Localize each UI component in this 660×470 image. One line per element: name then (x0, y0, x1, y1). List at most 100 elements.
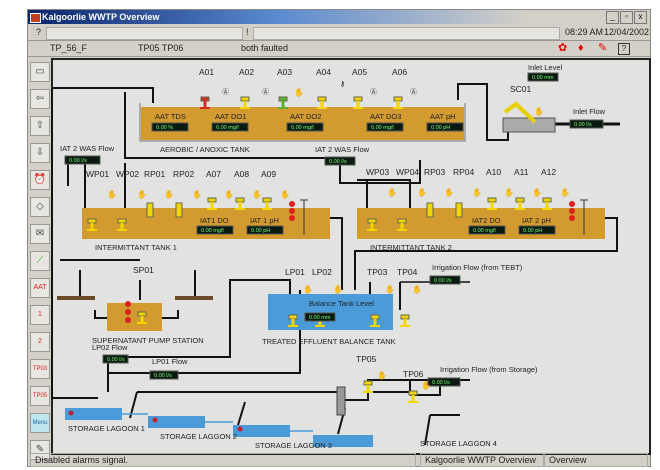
home-button[interactable]: ▭ (30, 62, 50, 82)
help-icon[interactable]: ? (36, 27, 42, 37)
alarm-banner[interactable]: TP_56_F TP05 TP06 both faulted ✿ ♦ ✎ ? (28, 41, 650, 57)
silence-alarm-icon[interactable]: ✎ (598, 42, 608, 54)
iat2-equipment-label-3: RP04 (453, 167, 475, 177)
manual-mode-hand-icon[interactable]: ✋ (412, 284, 422, 294)
manual-mode-hand-icon[interactable]: ✋ (534, 106, 544, 116)
close-button[interactable]: x (634, 11, 647, 24)
manual-mode-hand-icon[interactable]: ✋ (252, 189, 262, 199)
was-flow-display-2: 0.00 l/s (324, 156, 356, 166)
was-flow-label-2: IAT 2 WAS Flow (315, 145, 370, 154)
aat-sensor-display-4: 0.00 pH (426, 122, 464, 132)
iat1-return-pump-2[interactable] (146, 202, 154, 218)
iat1-waste-pump-1[interactable] (117, 218, 127, 231)
trend-button[interactable]: ⟋ (30, 251, 50, 271)
aerator-a06[interactable] (393, 96, 403, 109)
manual-mode-hand-icon[interactable]: ✋ (504, 187, 514, 197)
manual-mode-hand-icon[interactable]: ✋ (377, 370, 387, 380)
aerator-label-3: A03 (277, 67, 292, 77)
menu-button[interactable]: Menu (30, 413, 50, 433)
iat1-waste-pump-0[interactable] (87, 218, 97, 231)
edit-button[interactable]: ✎ (30, 440, 50, 460)
aerator-a01[interactable] (200, 96, 210, 109)
lagoon-level-indicator (237, 426, 243, 432)
iat1-aerator-5[interactable] (235, 197, 245, 210)
tp03-button[interactable]: TP03 (30, 359, 50, 379)
iat2-sensor-display-0-value: 0.00 mg/l (473, 228, 496, 234)
back-button[interactable]: ⇦ (30, 89, 50, 109)
alarm-clock-button[interactable]: ⏰ (30, 170, 50, 190)
time: 08:29 AM (565, 27, 604, 37)
manual-mode-hand-icon[interactable]: ✋ (472, 187, 482, 197)
iat2-aerator-5[interactable] (515, 197, 525, 210)
lagoon-3-label: STORAGE LAGGON 3 (255, 441, 332, 450)
tp05-pump[interactable] (363, 380, 373, 393)
minimize-button[interactable]: _ (606, 11, 619, 24)
screen-arrow-icon (503, 101, 537, 124)
iat1-return-pump-3[interactable] (175, 202, 183, 218)
screen-sc01[interactable] (502, 117, 556, 133)
iat1-equipment-label-0: WP01 (86, 169, 109, 179)
iat2-aerator-6[interactable] (542, 197, 552, 210)
balance-tank (268, 294, 393, 330)
iat1-button[interactable]: 1 (30, 305, 50, 325)
sp01-pump[interactable] (137, 311, 147, 324)
iat2-button[interactable]: 2 (30, 332, 50, 352)
aerator-a03[interactable] (278, 96, 288, 109)
up-button[interactable]: ⇧ (30, 116, 50, 136)
manual-mode-hand-icon[interactable]: ✋ (294, 87, 304, 97)
auto-mode-icon[interactable]: Ⓐ (410, 88, 417, 96)
aat-button[interactable]: AAT (30, 278, 50, 298)
manual-mode-hand-icon[interactable]: ✋ (224, 189, 234, 199)
iat2-aerator-4[interactable] (487, 197, 497, 210)
tp06-pump[interactable] (408, 390, 418, 403)
manual-mode-hand-icon[interactable]: ✋ (333, 284, 343, 294)
message-field[interactable] (253, 27, 560, 40)
balance-pump-2[interactable] (370, 314, 380, 327)
command-field[interactable] (46, 27, 243, 40)
restore-button[interactable]: ▫ (620, 11, 633, 24)
aerator-a05[interactable] (353, 96, 363, 109)
manual-mode-hand-icon[interactable]: ✋ (192, 189, 202, 199)
toolbar: ? ! 08:29 AM 12/04/2002 (28, 25, 650, 41)
iat2-return-pump-3[interactable] (455, 202, 463, 218)
auto-mode-icon[interactable]: Ⓐ (222, 88, 229, 96)
aerator-a04[interactable] (317, 96, 327, 109)
manual-mode-hand-icon[interactable]: ✋ (107, 189, 117, 199)
iat2-decanter[interactable] (580, 199, 588, 235)
iat2-waste-pump-0[interactable] (367, 218, 377, 231)
iat1-aerator-6[interactable] (262, 197, 272, 210)
manual-mode-hand-icon[interactable]: ✋ (444, 187, 454, 197)
alarm-help-icon[interactable]: ? (618, 43, 630, 55)
tanks (57, 101, 605, 447)
iat2-return-pump-2[interactable] (426, 202, 434, 218)
irrigation-storage-display: 0.00 l/s (427, 377, 461, 387)
iat2-waste-pump-1[interactable] (397, 218, 407, 231)
report-button[interactable]: ✉ (30, 224, 50, 244)
manual-mode-hand-icon[interactable]: ✋ (417, 187, 427, 197)
balance-pump-0[interactable] (288, 314, 298, 327)
manual-mode-hand-icon[interactable]: ✋ (421, 380, 431, 390)
auto-mode-icon[interactable]: Ⓐ (262, 88, 269, 96)
down-button[interactable]: ⇩ (30, 143, 50, 163)
iat1-sensor-display-0: 0.00 mg/l (196, 225, 234, 235)
manual-mode-hand-icon[interactable]: ✋ (303, 284, 313, 294)
manual-mode-hand-icon[interactable]: ✋ (387, 187, 397, 197)
iat1-aerator-4[interactable] (207, 197, 217, 210)
auto-mode-icon[interactable]: Ⓐ (370, 88, 377, 96)
tp05-button[interactable]: TP05 (30, 386, 50, 406)
manual-mode-hand-icon[interactable]: ✋ (560, 187, 570, 197)
status-mode: Overview (544, 453, 648, 467)
lagoon-2-label: STORAGE LAGGON 2 (160, 432, 237, 441)
acknowledge-alarm-icon[interactable]: ✿ (558, 42, 568, 54)
balance-pump-3[interactable] (400, 314, 410, 327)
manual-mode-hand-icon[interactable]: ✋ (164, 189, 174, 199)
manual-mode-hand-icon[interactable]: ✋ (280, 189, 290, 199)
aerator-a02[interactable] (240, 96, 250, 109)
manual-mode-hand-icon[interactable]: ✋ (137, 189, 147, 199)
manual-mode-hand-icon[interactable]: ✋ (385, 284, 395, 294)
manual-mode-hand-icon[interactable]: ✋ (532, 187, 542, 197)
warning-button[interactable]: ◇ (30, 197, 50, 217)
iat1-decanter[interactable] (300, 199, 308, 235)
alarm-diamond-icon[interactable]: ♦ (578, 42, 584, 54)
iat1-equipment-label-6: A09 (261, 169, 276, 179)
